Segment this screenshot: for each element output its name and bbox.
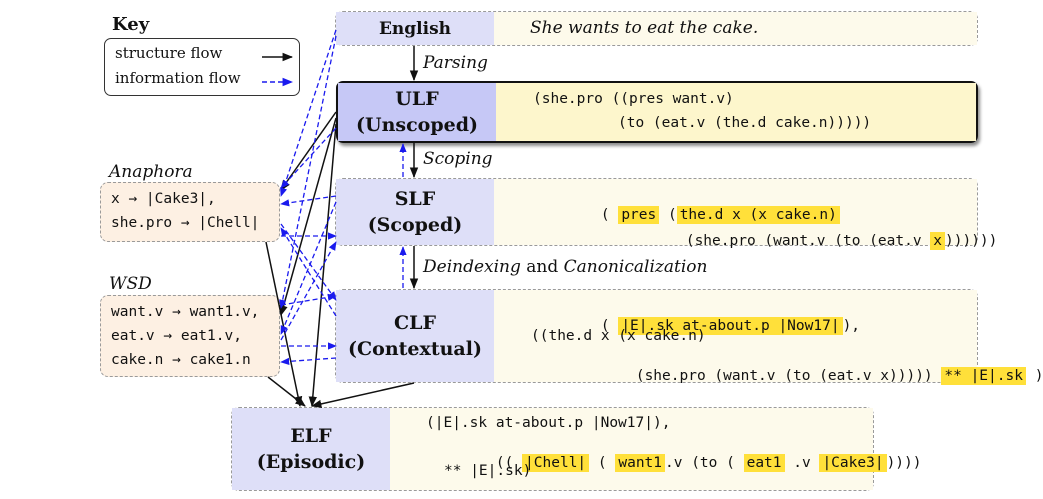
english-content: She wants to eat the cake. [494, 12, 977, 45]
slf-content: ( pres (the.d x (x cake.n) (she.pro (wan… [494, 179, 997, 250]
elf-cake-highlight: |Cake3| [819, 454, 887, 472]
clf-episode-highlight: |E|.sk at-about.p |Now17| [618, 317, 843, 335]
key-box: structure flow information flow [104, 38, 300, 96]
elf-mid: .v (to ( [665, 455, 735, 471]
slf-row: SLF (Scoped) ( pres (the.d x (x cake.n) … [335, 178, 997, 250]
deindexing-word: Deindexing [423, 257, 521, 277]
elf-close: )))) [886, 455, 922, 471]
clf-line3: (she.pro (want.v (to (eat.v x))))) ** |E… [566, 352, 1043, 400]
english-row: English She wants to eat the cake. [335, 11, 978, 46]
wsd-title: WSD [109, 274, 152, 294]
elf-label-line1: ELF [290, 425, 332, 447]
anaphora-to-elf-arrow [265, 241, 303, 408]
info-wsd-clf-upper [280, 293, 337, 306]
elf-chell-highlight: |Chell| [522, 454, 590, 472]
ulf-row: ULF (Unscoped) (she.pro ((pres want.v) (… [336, 81, 978, 143]
slf-open-paren: ( [600, 207, 610, 223]
ulf-to-wsd-arrow [279, 117, 337, 317]
slf-line2: (she.pro (want.v (to (eat.v x)))))) [616, 217, 997, 265]
info-english-anaphora [280, 29, 337, 197]
flow-arrows [262, 29, 419, 409]
slf-pres-highlight: pres [618, 206, 660, 224]
clf-close: ), [842, 318, 861, 334]
key-structure-label: structure flow [115, 44, 223, 62]
english-label: English [336, 12, 494, 45]
ulf-label-line1: ULF [395, 88, 439, 110]
info-wsd-slf [280, 241, 337, 341]
clf-line1: ( |E|.sk at-about.p |Now17|), [531, 302, 860, 350]
info-ulf-anaphora [280, 127, 337, 189]
info-clf-wsd [280, 357, 337, 366]
elf-label: ELF (Episodic) [232, 408, 390, 490]
elf-content: (|E|.sk at-about.p |Now17|), (( |Chell| … [390, 408, 921, 490]
pipeline-diagram: Key structure flow information flow Engl… [100, 11, 1043, 491]
elf-row: ELF (Episodic) (|E|.sk at-about.p |Now17… [231, 407, 921, 491]
anaphora-line-2: she.pro → |Chell| [111, 215, 260, 231]
clf-line3-pre: (she.pro (want.v (to (eat.v x))))) [635, 368, 933, 384]
scoping-edge-label: Scoping [423, 149, 493, 169]
info-slf-anaphora [280, 195, 337, 207]
clf-to-elf-arrow [310, 382, 415, 409]
elf-line3: ** |E|.sk) [444, 463, 532, 479]
and-word: and [526, 257, 559, 277]
ulf-label: ULF (Unscoped) [338, 83, 496, 141]
slf-label-line1: SLF [394, 188, 436, 210]
slf-x-highlight: x [930, 232, 946, 250]
slf-the-highlight: the.d x (x cake.n) [676, 206, 840, 224]
clf-label-line2: (Contextual) [348, 338, 482, 360]
info-english-wsd [279, 35, 337, 309]
clf-row: CLF (Contextual) ( |E|.sk at-about.p |No… [335, 289, 1043, 385]
elf-open: (( [495, 455, 514, 471]
elf-label-line2: (Episodic) [256, 451, 366, 473]
slf-line1: ( pres (the.d x (x cake.n) [531, 191, 840, 239]
wsd-line-2: eat.v → eat1.v, [111, 328, 242, 344]
slf-line2-pre: (she.pro (want.v (to (eat.v [685, 233, 922, 249]
canonicalization-word: Canonicalization [563, 257, 708, 277]
elf-v: .v [793, 455, 811, 471]
elf-want-highlight: want1 [615, 454, 666, 472]
deindexing-edge-label: Deindexing and Canonicalization [423, 257, 707, 277]
anaphora-box: x → |Cake3|, she.pro → |Chell| [100, 182, 280, 242]
key-title: Key [112, 14, 150, 35]
slf-label: SLF (Scoped) [336, 179, 494, 245]
info-clf-anaphora [280, 227, 337, 317]
clf-content: ( |E|.sk at-about.p |Now17|), ((the.d x … [494, 290, 1043, 385]
anaphora-title: Anaphora [109, 162, 193, 182]
slf-label-line2: (Scoped) [367, 214, 463, 236]
english-sentence: She wants to eat the cake. [530, 18, 759, 38]
wsd-box: want.v → want1.v, eat.v → eat1.v, cake.n… [100, 295, 280, 377]
clf-open-paren: ( [600, 318, 610, 334]
ulf-label-line2: (Unscoped) [356, 114, 478, 136]
ulf-line2: (to (eat.v (the.d cake.n))))) [618, 115, 872, 131]
ulf-to-elf-arrow [308, 123, 337, 408]
clf-label-line1: CLF [394, 312, 436, 334]
elf-line2: (( |Chell| ( want1.v (to ( eat1 .v |Cake… [426, 439, 921, 487]
ulf-content: (she.pro ((pres want.v) (to (eat.v (the.… [496, 83, 976, 141]
parsing-edge-label: Parsing [423, 53, 488, 73]
slf-paren: ( [667, 207, 677, 223]
clf-line3-close: ) [1034, 368, 1043, 384]
anaphora-line-1: x → |Cake3|, [111, 191, 216, 207]
slf-line2-post: )))))) [945, 233, 998, 249]
clf-sk-highlight: ** |E|.sk [941, 367, 1026, 385]
wsd-line-1: want.v → want1.v, [111, 304, 260, 320]
ulf-line1: (she.pro ((pres want.v) [533, 91, 734, 107]
wsd-line-3: cake.n → cake1.n [111, 352, 251, 368]
key-information-label: information flow [115, 69, 241, 87]
clf-label: CLF (Contextual) [336, 290, 494, 382]
ulf-to-anaphora-arrow [280, 111, 337, 191]
elf-eat-highlight: eat1 [743, 454, 785, 472]
english-label-text: English [378, 18, 452, 39]
elf-paren: ( [597, 455, 607, 471]
elf-line1: (|E|.sk at-about.p |Now17|), [426, 415, 671, 431]
clf-line2: ((the.d x (x cake.n) [531, 328, 706, 344]
